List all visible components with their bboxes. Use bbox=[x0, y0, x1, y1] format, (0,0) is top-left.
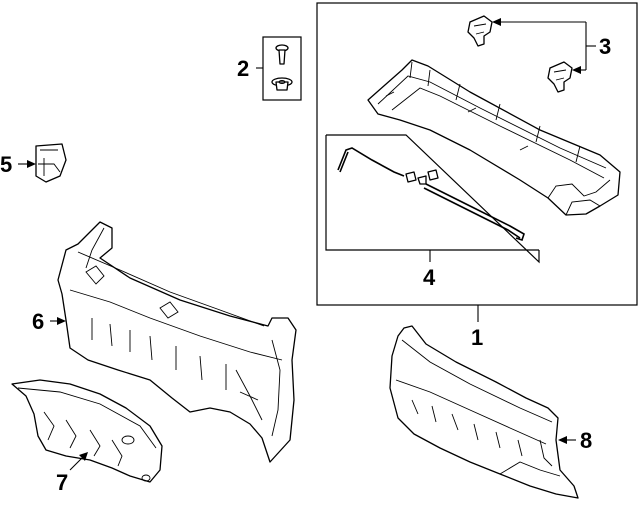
cowl-top-panel bbox=[367, 59, 621, 216]
callout-7-label: 7 bbox=[56, 470, 68, 495]
callout-3-arrowhead-lower bbox=[572, 66, 581, 74]
callout-1-label: 1 bbox=[471, 325, 483, 350]
callout-8-arrowhead bbox=[558, 436, 567, 444]
callout-5-arrowhead bbox=[27, 160, 36, 168]
outer-insulator: 8 bbox=[389, 325, 592, 499]
callout-5-label: 5 bbox=[0, 152, 12, 177]
callout-3-label: 3 bbox=[599, 34, 611, 59]
washer-nut bbox=[271, 77, 293, 91]
callout-8-label: 8 bbox=[580, 428, 592, 453]
cowl-assembly-frame bbox=[316, 2, 638, 306]
callout-7-arrowhead bbox=[79, 452, 88, 461]
cowl-assembly-group: 1 3 bbox=[316, 2, 638, 350]
callout-6-label: 6 bbox=[32, 309, 44, 334]
clip-upper bbox=[467, 15, 493, 47]
callout-3-arrowhead-upper bbox=[492, 18, 501, 26]
weatherstrip-kit-frame bbox=[325, 134, 540, 264]
clip-lower bbox=[547, 61, 573, 93]
callout-7-leader bbox=[69, 457, 83, 471]
bracket-part: 5 bbox=[0, 143, 67, 183]
fastener-group: 2 bbox=[237, 36, 302, 101]
callout-6-arrowhead bbox=[57, 317, 66, 325]
dash-insulator: 7 bbox=[11, 379, 163, 495]
bolt bbox=[275, 44, 289, 65]
weatherstrip-seal bbox=[337, 147, 525, 242]
callout-2-label: 2 bbox=[237, 56, 249, 81]
dash-panel: 6 bbox=[32, 221, 297, 463]
callout-4-label: 4 bbox=[423, 265, 436, 290]
